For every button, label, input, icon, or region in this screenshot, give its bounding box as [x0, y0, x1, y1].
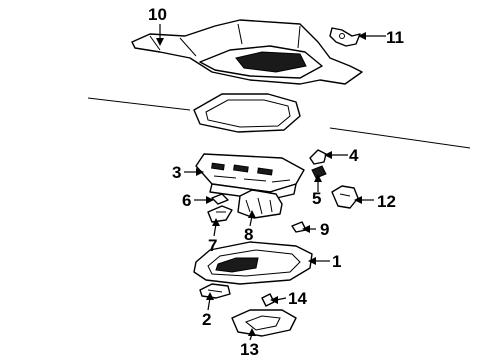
- callout-2: 2: [202, 310, 211, 329]
- leaders: [156, 24, 386, 341]
- callout-9: 9: [320, 220, 329, 239]
- part-11-clip: [329, 27, 361, 47]
- callout-5: 5: [312, 189, 321, 208]
- part-12-lamp: [331, 185, 359, 209]
- part-9-clip: [291, 221, 307, 233]
- callout-13: 13: [240, 340, 259, 359]
- part-1-console: [193, 241, 313, 285]
- part-7-socket: [207, 205, 233, 223]
- callout-11: 11: [386, 28, 404, 47]
- callout-3: 3: [172, 163, 181, 182]
- part-4-bulb: [309, 149, 327, 165]
- callout-14: 14: [288, 289, 307, 308]
- callout-4: 4: [349, 146, 359, 165]
- part-5-socket: [311, 165, 327, 179]
- callout-10: 10: [148, 5, 167, 24]
- roof-opening: [193, 93, 301, 133]
- callout-1: 1: [332, 252, 341, 271]
- part-6-bulb: [211, 193, 229, 205]
- roof-line: [87, 97, 471, 149]
- part-10-roof-panel: [131, 19, 363, 85]
- part-2-lens: [199, 283, 231, 299]
- callout-12: 12: [377, 192, 396, 211]
- callout-8: 8: [244, 225, 253, 244]
- part-13-lens: [231, 309, 297, 337]
- part-8-bracket: [237, 189, 283, 219]
- callout-6: 6: [182, 191, 191, 210]
- callout-7: 7: [208, 236, 217, 255]
